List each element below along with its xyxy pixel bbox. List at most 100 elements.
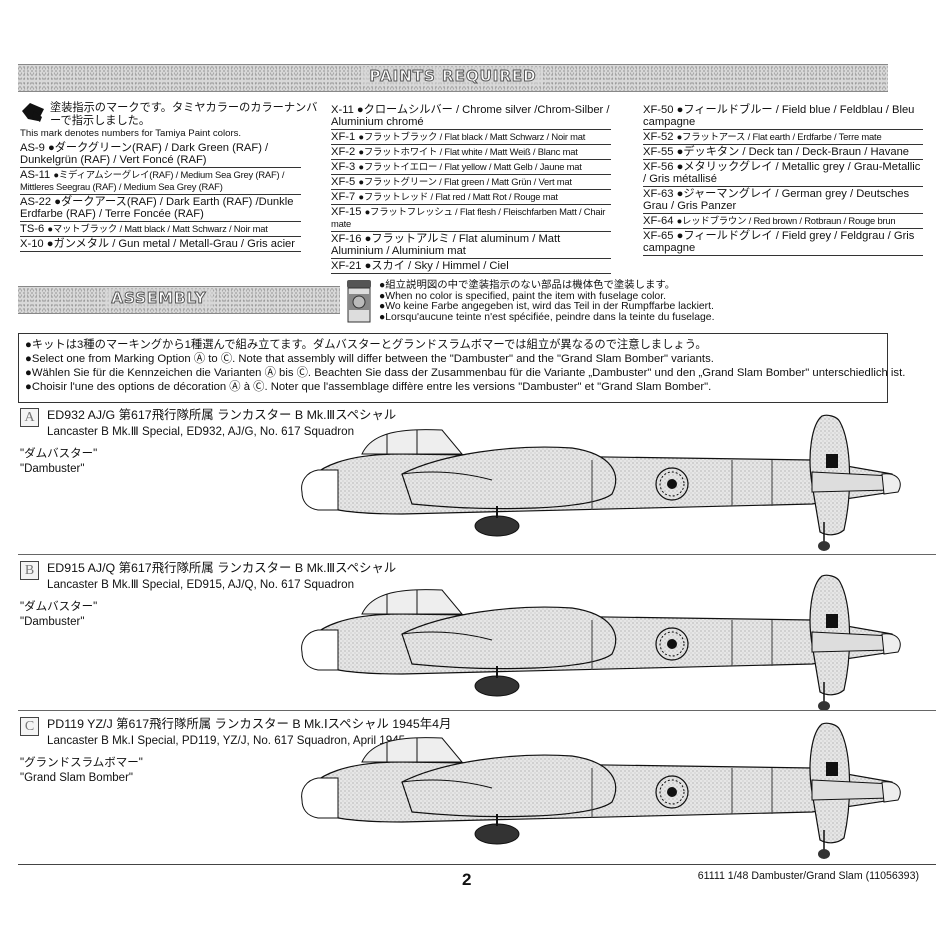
- paint-code: XF-50: [643, 104, 674, 116]
- fuselage-note-line: ●When no color is specified, paint the i…: [379, 290, 666, 302]
- paint-code: XF-5: [331, 176, 356, 188]
- page-number: 2: [462, 870, 472, 889]
- paint-code: XF-21: [331, 260, 362, 272]
- paint-name: ●ガンメタル / Gun metal / Metall-Grau / Gris …: [46, 238, 295, 250]
- paint-code: XF-52: [643, 131, 674, 143]
- kit-note-line: ●Select one from Marking Option Ⓐ to Ⓒ. …: [25, 353, 714, 365]
- paint-code: XF-63: [643, 188, 674, 200]
- variant-subtitle: Lancaster B Mk.Ⅲ Special, ED932, AJ/G, N…: [47, 425, 355, 438]
- paint-row: XF-2 ●フラットホワイト / Flat white / Matt Weiß …: [331, 145, 611, 160]
- variant-nickname-en: "Dambuster": [20, 616, 85, 628]
- paint-row: XF-1 ●フラットブラック / Flat black / Matt Schwa…: [331, 130, 611, 145]
- paint-row: XF-5 ●フラットグリーン / Flat green / Matt Grün …: [331, 175, 611, 190]
- paint-column-3: XF-50 ●フィールドブルー / Field blue / Feldblau …: [643, 103, 923, 256]
- aircraft-side-profile: [301, 414, 901, 551]
- paint-name: ●メタリックグレイ / Metallic grey / Grau-Metalli…: [643, 161, 921, 185]
- fuselage-note-line: ●Wo keine Farbe angegeben ist, wird das …: [379, 301, 714, 313]
- variant-title: PD119 YZ/J 第617飛行隊所属 ランカスター B Mk.Ⅰスペシャル …: [47, 717, 452, 731]
- paint-name: ●フラットイエロー / Flat yellow / Matt Gelb / Ja…: [358, 161, 582, 172]
- mark-note-jp: 塗装指示のマークです。タミヤカラーのカラーナンバーで指示しました。: [50, 101, 318, 127]
- paints-required-title: PAINTS REQUIRED: [18, 67, 888, 86]
- paint-row: AS-22 ●ダークアース(RAF) / Dark Earth (RAF) /D…: [20, 195, 301, 222]
- variant-nickname-en: "Dambuster": [20, 463, 85, 475]
- paint-code: XF-3: [331, 161, 356, 173]
- footer-rule: [18, 864, 936, 865]
- paint-row: X-11 ●クロームシルバー / Chrome silver /Chrom-Si…: [331, 103, 611, 130]
- paint-row: XF-52 ●フラットアース / Flat earth / Erdfarbe /…: [643, 130, 923, 145]
- paint-pointer-icon: [22, 103, 44, 122]
- paint-row: XF-56 ●メタリックグレイ / Metallic grey / Grau-M…: [643, 160, 923, 187]
- paint-row: XF-55 ●デッキタン / Deck tan / Deck-Braun / H…: [643, 145, 923, 160]
- marking-option-letter: B: [20, 561, 39, 580]
- paint-name: ●フラットホワイト / Flat white / Matt Weiß / Bla…: [358, 146, 578, 157]
- aircraft-profile-holder: [292, 574, 932, 728]
- paint-name: ●フラットフレッシュ / Flat flesh / Fleischfarben …: [331, 206, 606, 229]
- paint-row: XF-3 ●フラットイエロー / Flat yellow / Matt Gelb…: [331, 160, 611, 175]
- paint-name: ●フラットグリーン / Flat green / Matt Grün / Ver…: [358, 176, 572, 187]
- marking-option-letter: A: [20, 408, 39, 427]
- variant-subtitle: Lancaster B Mk.Ⅲ Special, ED915, AJ/Q, N…: [47, 578, 355, 591]
- section-divider: [18, 554, 936, 555]
- paint-row: TS-6 ●マットブラック / Matt black / Matt Schwar…: [20, 222, 301, 237]
- paint-code: AS-11: [20, 169, 51, 181]
- paint-row: XF-16 ●フラットアルミ / Flat aluminum / Matt Al…: [331, 232, 611, 259]
- paint-name: ●フィールドグレイ / Field grey / Feldgrau / Gris…: [643, 230, 915, 254]
- kit-note-line: ●キットは3種のマーキングから1種選んで組み立てます。ダムバスターとグランドスラ…: [25, 339, 707, 351]
- paint-row: XF-64 ●レッドブラウン / Red brown / Rotbraun / …: [643, 214, 923, 229]
- paint-code: X-10: [20, 238, 44, 250]
- section-divider: [18, 710, 936, 711]
- paint-code: AS-22: [20, 196, 52, 208]
- variant-nickname-jp: "グランドスラムボマー": [20, 757, 143, 769]
- paints-required-banner: PAINTS REQUIRED: [18, 64, 888, 92]
- paint-row: X-10 ●ガンメタル / Gun metal / Metall-Grau / …: [20, 237, 301, 252]
- variant-subtitle: Lancaster B Mk.Ⅰ Special, PD119, YZ/J, N…: [47, 734, 406, 747]
- paint-row: XF-65 ●フィールドグレイ / Field grey / Feldgrau …: [643, 229, 923, 256]
- fuselage-note-line: ●組立説明図の中で塗装指示のない部品は機体色で塗装します。: [379, 280, 676, 291]
- paint-name: ●ダークグリーン(RAF) / Dark Green (RAF) / Dunke…: [20, 142, 269, 166]
- paint-row: XF-63 ●ジャーマングレイ / German grey / Deutsche…: [643, 187, 923, 214]
- paint-code: XF-15: [331, 206, 362, 218]
- fuselage-note-line: ●Lorsqu'aucune teinte n'est spécifiée, p…: [379, 311, 715, 323]
- variant-nickname-en: "Grand Slam Bomber": [20, 772, 133, 784]
- paint-row: XF-21 ●スカイ / Sky / Himmel / Ciel: [331, 259, 611, 274]
- paint-row: AS-9 ●ダークグリーン(RAF) / Dark Green (RAF) / …: [20, 141, 301, 168]
- paint-code: XF-65: [643, 230, 674, 242]
- paint-name: ●ジャーマングレイ / German grey / Deutsches Grau…: [643, 188, 910, 212]
- aircraft-profile-holder: [292, 722, 932, 876]
- paint-code: XF-56: [643, 161, 674, 173]
- paint-name: ●フラットアース / Flat earth / Erdfarbe / Terre…: [676, 131, 882, 142]
- paint-jar-icon: [347, 280, 371, 323]
- paint-name: ●ダークアース(RAF) / Dark Earth (RAF) /Dunkle …: [20, 196, 294, 220]
- paint-name: ●デッキタン / Deck tan / Deck-Braun / Havane: [676, 146, 910, 158]
- paint-name: ●ミディアムシーグレイ(RAF) / Medium Sea Grey (RAF)…: [20, 169, 285, 192]
- paint-code: AS-9: [20, 142, 45, 154]
- variant-title: ED915 AJ/Q 第617飛行隊所属 ランカスター B Mk.Ⅲスペシャル: [47, 561, 397, 575]
- marking-option-note: ●キットは3種のマーキングから1種選んで組み立てます。ダムバスターとグランドスラ…: [18, 333, 906, 403]
- mark-note-en: This mark denotes numbers for Tamiya Pai…: [20, 128, 242, 139]
- paint-name: ●マットブラック / Matt black / Matt Schwarz / N…: [47, 223, 268, 234]
- paint-column-1: AS-9 ●ダークグリーン(RAF) / Dark Green (RAF) / …: [20, 141, 301, 252]
- paint-row: XF-15 ●フラットフレッシュ / Flat flesh / Fleischf…: [331, 205, 611, 232]
- paint-name: ●レッドブラウン / Red brown / Rotbraun / Rouge …: [676, 215, 896, 226]
- paint-name: ●フィールドブルー / Field blue / Feldblau / Bleu…: [643, 104, 915, 128]
- paint-name: ●フラットアルミ / Flat aluminum / Matt Aluminiu…: [331, 233, 561, 257]
- paint-name: ●クロームシルバー / Chrome silver /Chrom-Silber …: [331, 104, 610, 128]
- fuselage-color-note: ●組立説明図の中で塗装指示のない部品は機体色で塗装します。●When no co…: [379, 280, 879, 323]
- paint-code: XF-7: [331, 191, 356, 203]
- paint-row: AS-11 ●ミディアムシーグレイ(RAF) / Medium Sea Grey…: [20, 168, 301, 195]
- variant-nickname-jp: "ダムバスター": [20, 448, 98, 460]
- paint-row: XF-7 ●フラットレッド / Flat red / Matt Rot / Ro…: [331, 190, 611, 205]
- kit-note-line: ●Wählen Sie für die Kennzeichen die Vari…: [25, 367, 906, 379]
- footer-reference: 61111 1/48 Dambuster/Grand Slam (1105639…: [697, 870, 919, 882]
- variant-title: ED932 AJ/G 第617飛行隊所属 ランカスター B Mk.Ⅲスペシャル: [47, 408, 397, 422]
- variant-nickname-jp: "ダムバスター": [20, 601, 98, 613]
- paint-name: ●スカイ / Sky / Himmel / Ciel: [364, 260, 509, 272]
- paint-code: TS-6: [20, 223, 45, 235]
- paint-name: ●フラットレッド / Flat red / Matt Rot / Rouge m…: [358, 191, 558, 202]
- kit-note-line: ●Choisir l'une des options de décoration…: [25, 381, 712, 393]
- aircraft-profile-holder: [292, 414, 932, 568]
- paint-code: XF-64: [643, 215, 674, 227]
- assembly-title: ASSEMBLY: [0, 289, 340, 308]
- paint-code: XF-55: [643, 146, 674, 158]
- assembly-banner: ASSEMBLY: [18, 286, 340, 314]
